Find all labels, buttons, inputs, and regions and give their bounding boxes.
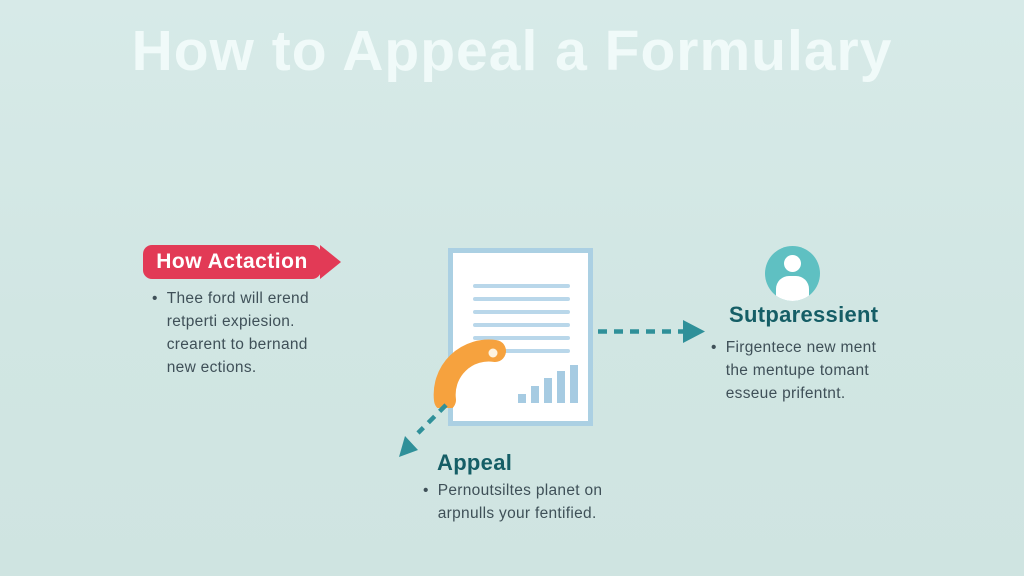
right-step-heading: Sutparessient bbox=[729, 302, 879, 327]
bullet-icon: • bbox=[423, 482, 429, 499]
dashed-arrow-down-left-icon bbox=[399, 403, 448, 457]
text-line bbox=[473, 284, 570, 288]
bar bbox=[531, 386, 539, 403]
dashed-arrow-right-icon bbox=[598, 320, 705, 343]
bullet-icon: • bbox=[152, 290, 158, 307]
left-step-text: Thee ford will erend retperti expiesion.… bbox=[166, 290, 309, 376]
text-line bbox=[473, 336, 570, 340]
bottom-step-bullet-item: • Pernoutsiltes planet on arpnulls your … bbox=[423, 479, 633, 525]
bar-chart-icon bbox=[518, 365, 578, 403]
orange-arc-swoosh-icon bbox=[433, 339, 506, 408]
bottom-step-heading: Appeal bbox=[437, 450, 513, 475]
bar bbox=[518, 394, 526, 403]
ribbon-label-how-actaction: How Actaction bbox=[143, 245, 341, 279]
text-line bbox=[473, 323, 570, 327]
bar bbox=[544, 378, 552, 403]
bullet-icon: • bbox=[711, 339, 717, 356]
bottom-step-text: Pernoutsiltes planet on arpnulls your fe… bbox=[437, 482, 603, 522]
document-illustration bbox=[448, 248, 593, 426]
person-shoulders bbox=[776, 276, 809, 301]
person-icon bbox=[765, 246, 820, 301]
ribbon-label-text: How Actaction bbox=[156, 250, 308, 273]
text-line bbox=[473, 297, 570, 301]
document-text-lines bbox=[473, 284, 570, 362]
right-step-text: Firgentece new ment the mentupe tomant e… bbox=[725, 339, 877, 402]
page-title: How to Appeal a Formulary bbox=[131, 19, 893, 83]
text-line bbox=[473, 349, 570, 353]
text-line bbox=[473, 310, 570, 314]
right-step-bullet-item: • Firgentece new ment the mentupe tomant… bbox=[711, 336, 901, 405]
bar bbox=[557, 371, 565, 403]
left-step-bullet-item: • Thee ford will erend retperti expiesio… bbox=[152, 287, 337, 379]
bar bbox=[570, 365, 578, 403]
person-head bbox=[784, 255, 801, 272]
